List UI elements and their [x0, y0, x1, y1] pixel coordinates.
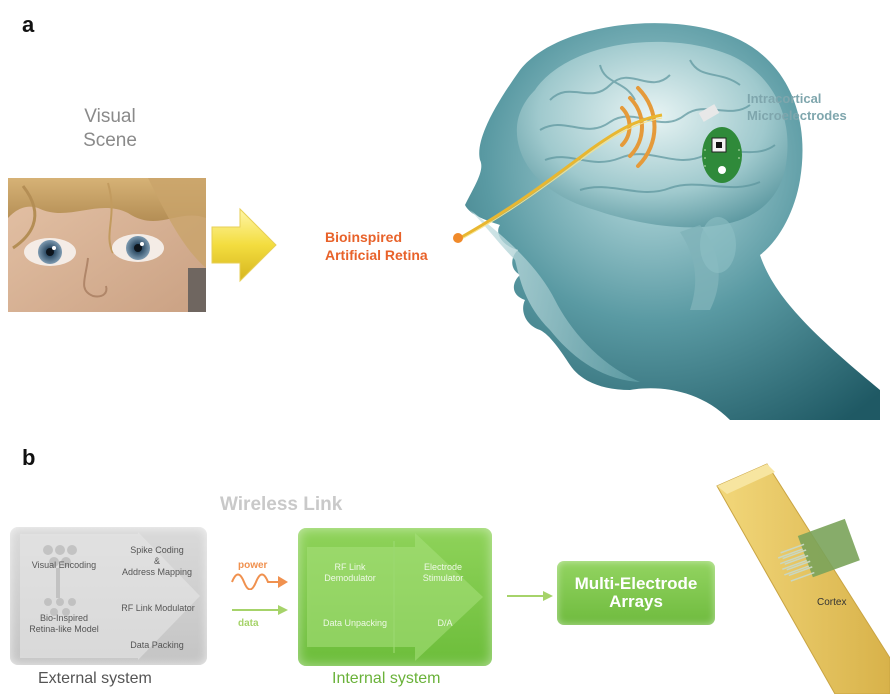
- electrode-stimulator-line2: Stimulator: [398, 573, 488, 584]
- cortex-label: Cortex: [817, 597, 846, 608]
- spike-coding-line1: Spike Coding: [112, 545, 202, 556]
- data-packing-text: Data Packing: [112, 640, 202, 651]
- artificial-retina-label: Bioinspired Artificial Retina: [325, 228, 428, 264]
- mea-line1: Multi-Electrode: [575, 575, 698, 593]
- to-mea-arrow: [505, 590, 555, 602]
- data-arrow: [230, 604, 290, 616]
- da-text: D/A: [420, 618, 470, 629]
- child-eyes-photo: [8, 178, 206, 312]
- spike-coding-line3: Address Mapping: [112, 567, 202, 578]
- panel-a-label: a: [22, 12, 34, 38]
- internal-system-caption: Internal system: [332, 670, 440, 688]
- artificial-retina-line2: Artificial Retina: [325, 246, 428, 264]
- external-system-caption: External system: [38, 670, 152, 688]
- spike-coding-text: Spike Coding & Address Mapping: [112, 545, 202, 578]
- visual-scene-line1: Visual: [55, 105, 165, 129]
- electrode-stimulator-text: Electrode Stimulator: [398, 562, 488, 584]
- multi-electrode-arrays-box: Multi-Electrode Arrays: [557, 561, 715, 625]
- rf-modulator-text: RF Link Modulator: [112, 603, 204, 614]
- power-wave-arrow: [230, 570, 290, 590]
- electrode-stimulator-line1: Electrode: [398, 562, 488, 573]
- rf-demodulator-line2: Demodulator: [305, 573, 395, 584]
- microelectrodes-line2: Microelectrodes: [747, 107, 847, 124]
- visual-scene-line2: Scene: [55, 129, 165, 153]
- head-brain-illustration: [400, 10, 890, 420]
- visual-input-arrow: [210, 205, 278, 285]
- rf-demodulator-text: RF Link Demodulator: [305, 562, 395, 584]
- retina-model-line2: Retina-like Model: [14, 624, 114, 635]
- mea-line2: Arrays: [609, 593, 663, 611]
- cortex-illustration: [715, 458, 890, 694]
- retina-model-line1: Bio-Inspired: [14, 613, 114, 624]
- microelectrodes-line1: Intracortical: [747, 90, 847, 107]
- internal-arrow-shape: [305, 533, 487, 661]
- artificial-retina-line1: Bioinspired: [325, 228, 428, 246]
- spike-coding-line2: &: [112, 556, 202, 567]
- data-label: data: [238, 618, 259, 629]
- microelectrodes-label: Intracortical Microelectrodes: [747, 90, 847, 124]
- retina-model-text: Bio-Inspired Retina-like Model: [14, 613, 114, 635]
- wireless-link-title: Wireless Link: [220, 494, 342, 516]
- visual-scene-title: Visual Scene: [55, 105, 165, 153]
- visual-encoding-text: Visual Encoding: [14, 560, 114, 571]
- data-unpacking-text: Data Unpacking: [305, 618, 405, 629]
- rf-demodulator-line1: RF Link: [305, 562, 395, 573]
- panel-b-label: b: [22, 445, 35, 471]
